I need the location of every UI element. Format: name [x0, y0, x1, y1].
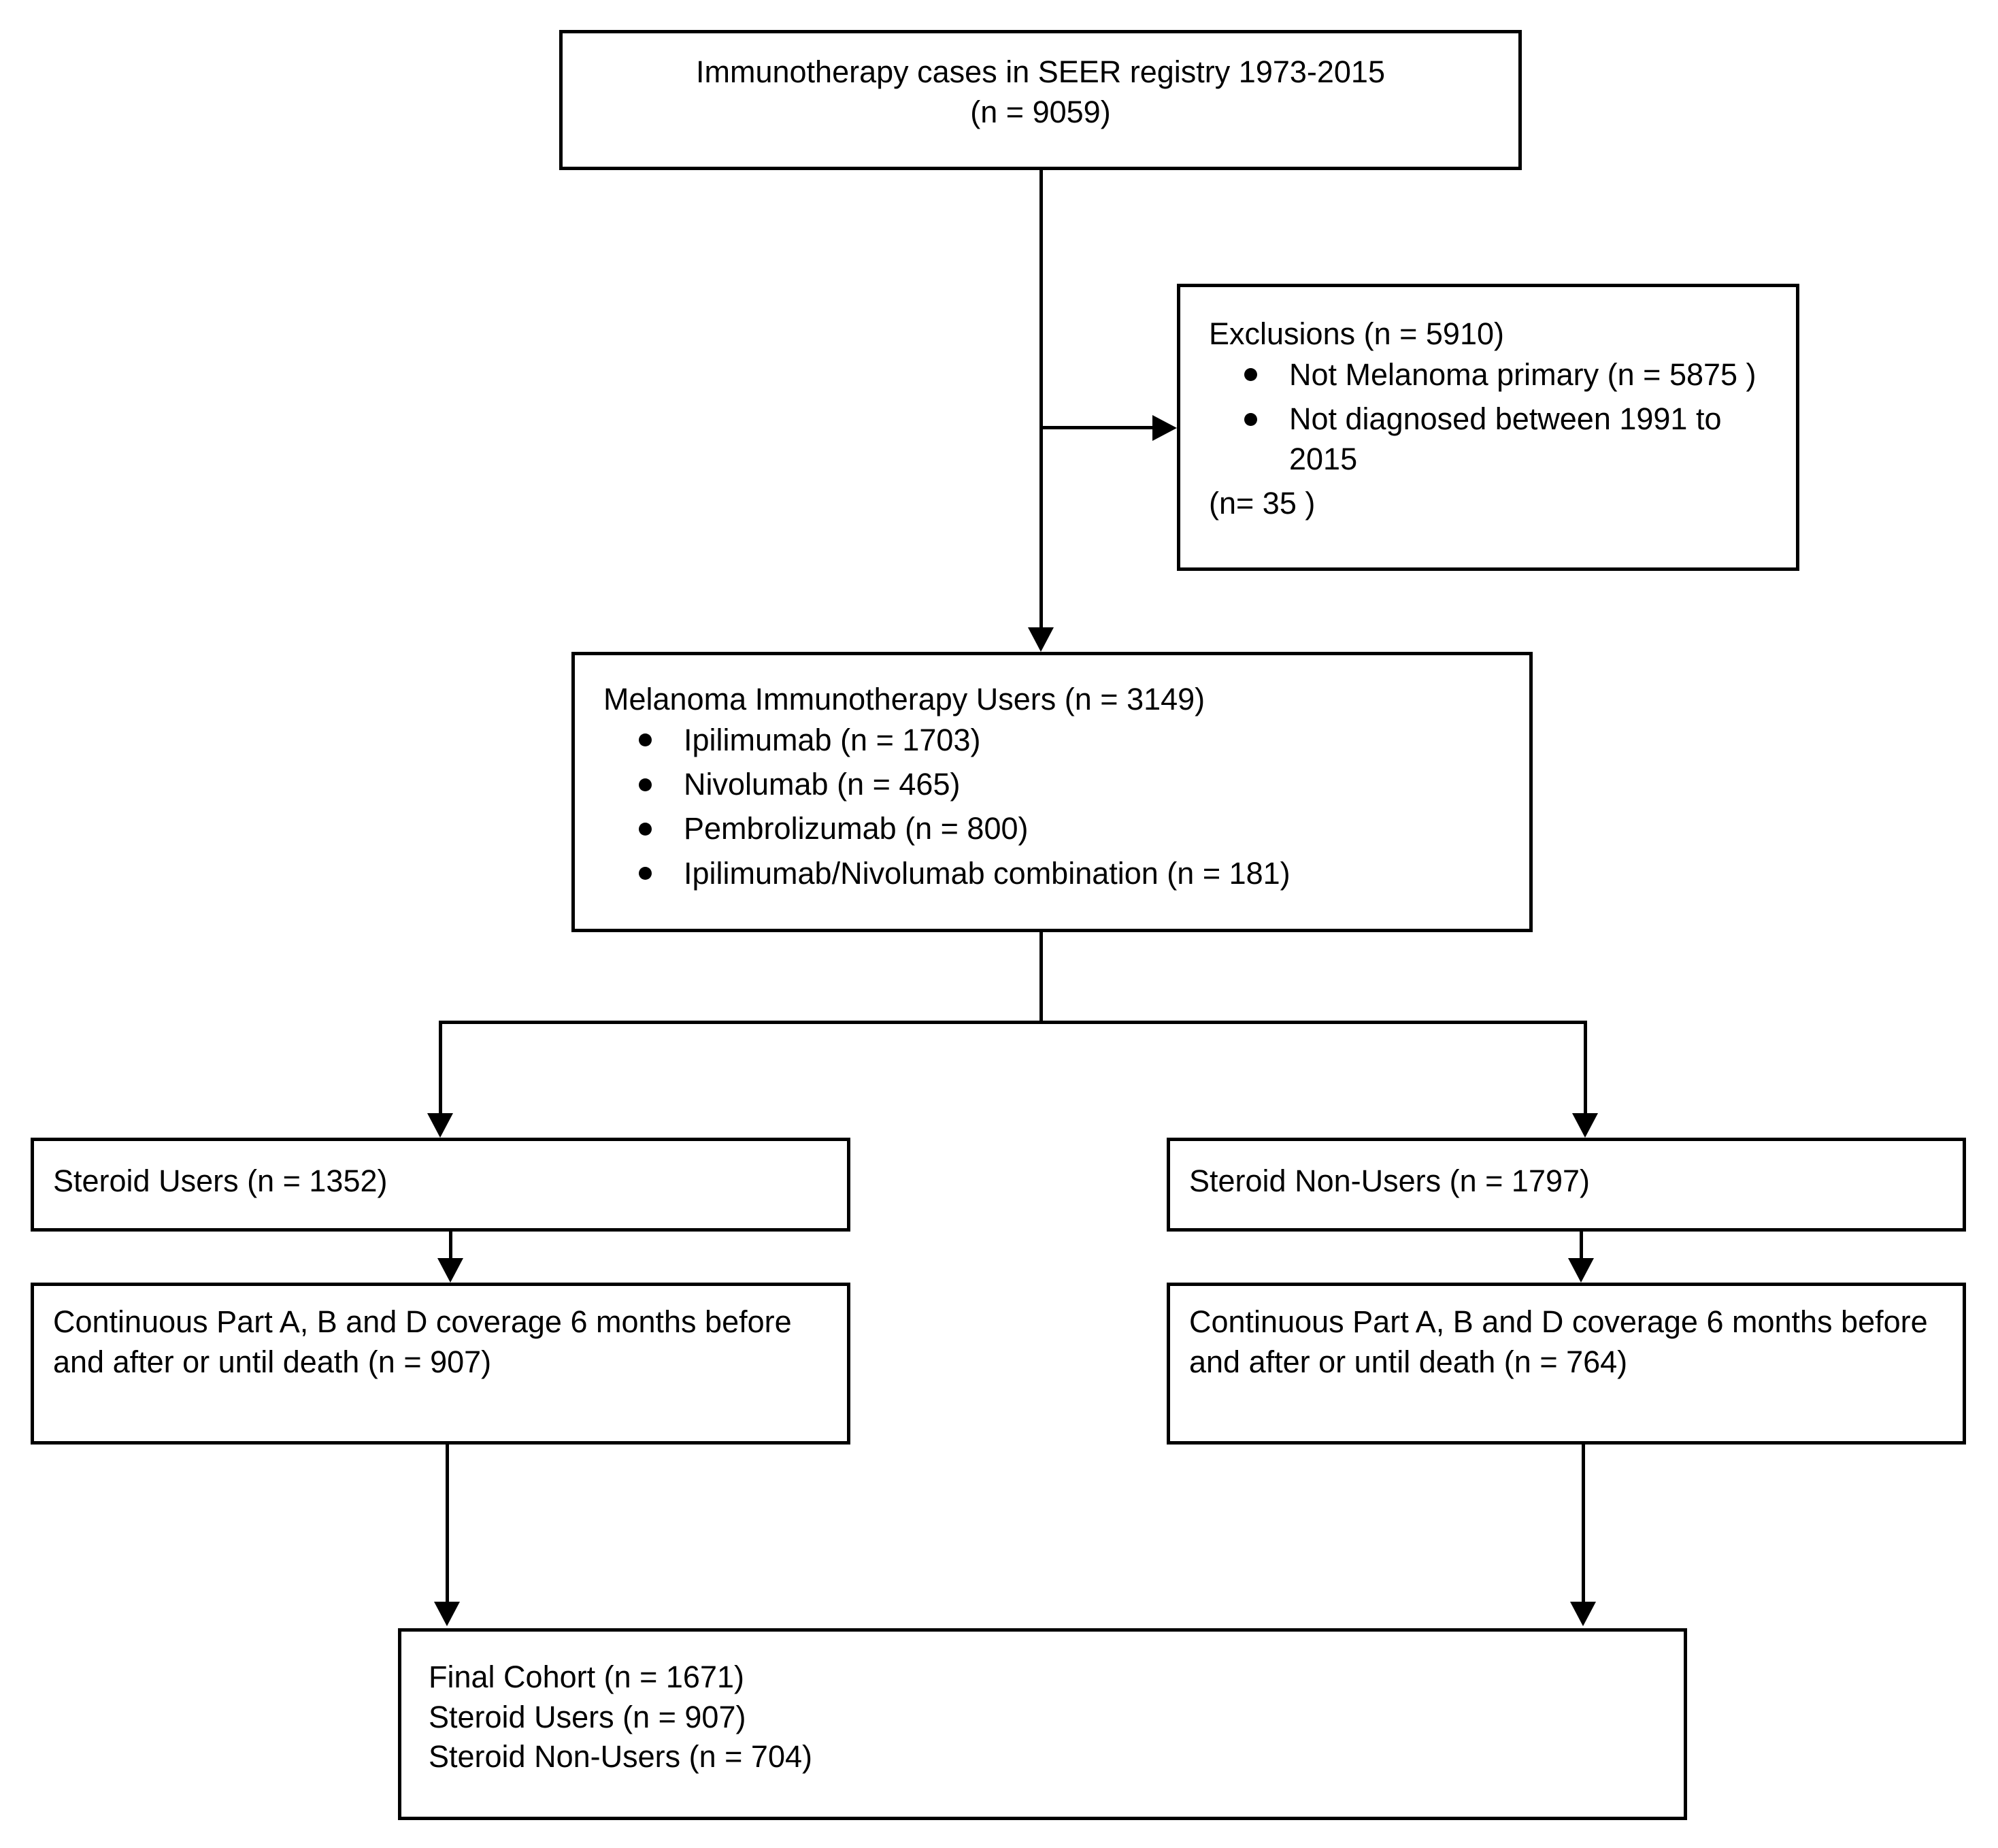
list-item-label: Pembrolizumab (n = 800) — [684, 811, 1029, 846]
node-final-cohort-line-3: Steroid Non-Users (n = 704) — [429, 1739, 812, 1774]
list-item-label: Not diagnosed between 1991 to 2015 — [1289, 401, 1722, 477]
node-exclusions-bullet-list: Not Melanoma primary (n = 5875 ) Not dia… — [1209, 354, 1781, 480]
list-item-label: Ipilimumab (n = 1703) — [684, 722, 981, 757]
node-final-cohort: Final Cohort (n = 1671) Steroid Users (n… — [398, 1628, 1687, 1820]
node-coverage-steroid-non-users: Continuous Part A, B and D coverage 6 mo… — [1167, 1283, 1966, 1445]
connector-users-split-stem — [1039, 932, 1043, 1024]
node-steroid-users: Steroid Users (n = 1352) — [31, 1138, 850, 1232]
connector-trunk-to-exclusions — [1039, 426, 1154, 429]
list-item-label: Nivolumab (n = 465) — [684, 766, 961, 802]
node-source-registry-title: Immunotherapy cases in SEER registry 197… — [695, 54, 1385, 89]
arrowhead-coverage-right-to-final — [1570, 1602, 1596, 1626]
connector-coverage-right-to-final — [1582, 1445, 1585, 1602]
connector-split-to-steroid-non-users — [1584, 1021, 1587, 1113]
arrowhead-trunk-to-exclusions — [1152, 415, 1177, 441]
node-source-registry-count: (n = 9059) — [970, 94, 1111, 129]
connector-steroid-users-to-coverage — [449, 1232, 452, 1259]
arrowhead-coverage-left-to-final — [434, 1602, 460, 1626]
bullet-dot-icon — [639, 733, 652, 747]
bullet-dot-icon — [1244, 368, 1257, 382]
arrowhead-source-to-users — [1028, 627, 1054, 652]
node-source-registry: Immunotherapy cases in SEER registry 197… — [559, 30, 1522, 170]
bullet-dot-icon — [639, 867, 652, 880]
bullet-dot-icon — [639, 778, 652, 791]
connector-source-to-users-trunk — [1039, 170, 1043, 627]
node-melanoma-users-title: Melanoma Immunotherapy Users (n = 3149) — [603, 682, 1205, 716]
node-final-cohort-line-1: Final Cohort (n = 1671) — [429, 1660, 744, 1694]
list-item: Ipilimumab/Nivolumab combination (n = 18… — [603, 853, 1514, 893]
list-item: Not diagnosed between 1991 to 2015 — [1209, 399, 1781, 480]
list-item: Pembrolizumab (n = 800) — [603, 808, 1514, 848]
node-steroid-non-users-title: Steroid Non-Users (n = 1797) — [1189, 1164, 1591, 1198]
node-exclusions-title: Exclusions (n = 5910) — [1209, 316, 1504, 351]
node-melanoma-users-bullet-list: Ipilimumab (n = 1703) Nivolumab (n = 465… — [603, 720, 1514, 894]
connector-coverage-left-to-final — [446, 1445, 449, 1602]
connector-split-to-steroid-users — [439, 1021, 442, 1113]
list-item: Nivolumab (n = 465) — [603, 764, 1514, 804]
list-item: Ipilimumab (n = 1703) — [603, 720, 1514, 760]
connector-users-split-bar — [439, 1021, 1587, 1024]
list-item: Not Melanoma primary (n = 5875 ) — [1209, 354, 1781, 395]
bullet-dot-icon — [639, 822, 652, 836]
node-coverage-steroid-users: Continuous Part A, B and D coverage 6 mo… — [31, 1283, 850, 1445]
node-exclusions-footer: (n= 35 ) — [1209, 485, 1316, 521]
arrowhead-split-to-steroid-non-users — [1572, 1113, 1598, 1138]
bullet-dot-icon — [1244, 412, 1257, 426]
node-coverage-steroid-non-users-title: Continuous Part A, B and D coverage 6 mo… — [1189, 1304, 1928, 1379]
arrowhead-split-to-steroid-users — [427, 1113, 453, 1138]
node-steroid-users-title: Steroid Users (n = 1352) — [53, 1164, 388, 1198]
node-steroid-non-users: Steroid Non-Users (n = 1797) — [1167, 1138, 1966, 1232]
node-final-cohort-line-2: Steroid Users (n = 907) — [429, 1699, 746, 1734]
node-exclusions: Exclusions (n = 5910) Not Melanoma prima… — [1177, 284, 1799, 571]
list-item-label: Not Melanoma primary (n = 5875 ) — [1289, 357, 1756, 392]
node-coverage-steroid-users-title: Continuous Part A, B and D coverage 6 mo… — [53, 1304, 792, 1379]
node-melanoma-users: Melanoma Immunotherapy Users (n = 3149) … — [571, 652, 1533, 932]
list-item-label: Ipilimumab/Nivolumab combination (n = 18… — [684, 855, 1291, 891]
arrowhead-steroid-users-to-coverage — [437, 1258, 463, 1283]
arrowhead-steroid-non-users-to-coverage — [1568, 1258, 1594, 1283]
connector-steroid-non-users-to-coverage — [1580, 1232, 1583, 1259]
